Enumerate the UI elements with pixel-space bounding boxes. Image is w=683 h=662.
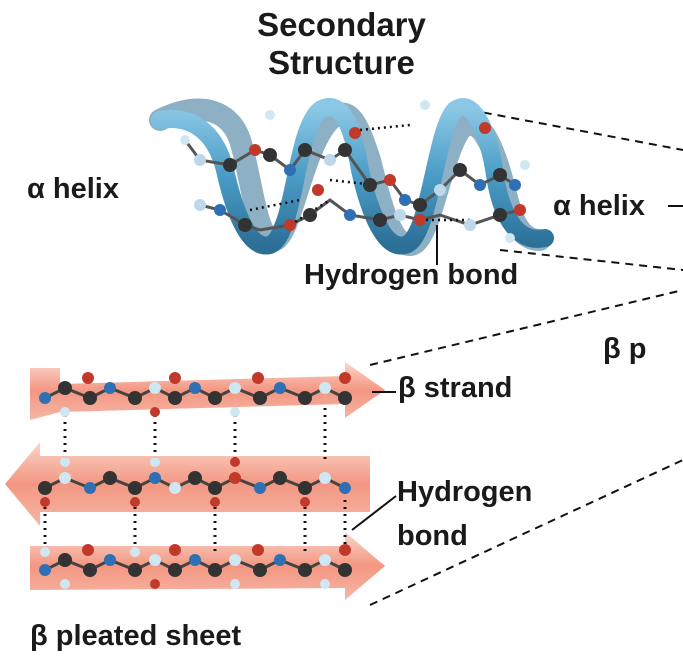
hydrogen-bond-label-sheet: Hydrogen bond (397, 470, 532, 558)
hydrogen-bond-label-helix: Hydrogen bond (304, 259, 519, 291)
beta-pleated-sheet-label: β pleated sheet (30, 620, 242, 652)
helix-atoms (180, 100, 530, 243)
hydrogen-bond-lower-pointer (351, 495, 397, 531)
connector-sheet-bottom (369, 459, 683, 606)
title-line-1: Secondary (257, 6, 426, 43)
title-line-2: Structure (268, 44, 415, 81)
connector-sheet-top (369, 289, 683, 366)
beta-pleated-label-partial: β p (603, 333, 647, 365)
beta-sheet (5, 362, 397, 600)
hydrogen-bond-line-1: Hydrogen (397, 476, 533, 508)
beta-strand-top-ribbon (30, 362, 385, 420)
beta-strand-atoms (38, 372, 352, 589)
beta-strand-middle-ribbon (5, 442, 370, 526)
alpha-helix-label-right: α helix (553, 190, 645, 222)
hydrogen-bond-line-2: bond (397, 520, 468, 552)
connector-helix-bottom (499, 249, 683, 271)
connector-helix-top (469, 109, 683, 151)
beta-label-pointers (351, 391, 397, 531)
beta-strand-label: β strand (398, 372, 513, 404)
figure-title: Secondary Structure (0, 6, 683, 82)
zoom-connector-lines (369, 109, 683, 606)
helix-label-pointers (436, 205, 683, 265)
alpha-helix-label-left: α helix (27, 173, 119, 205)
